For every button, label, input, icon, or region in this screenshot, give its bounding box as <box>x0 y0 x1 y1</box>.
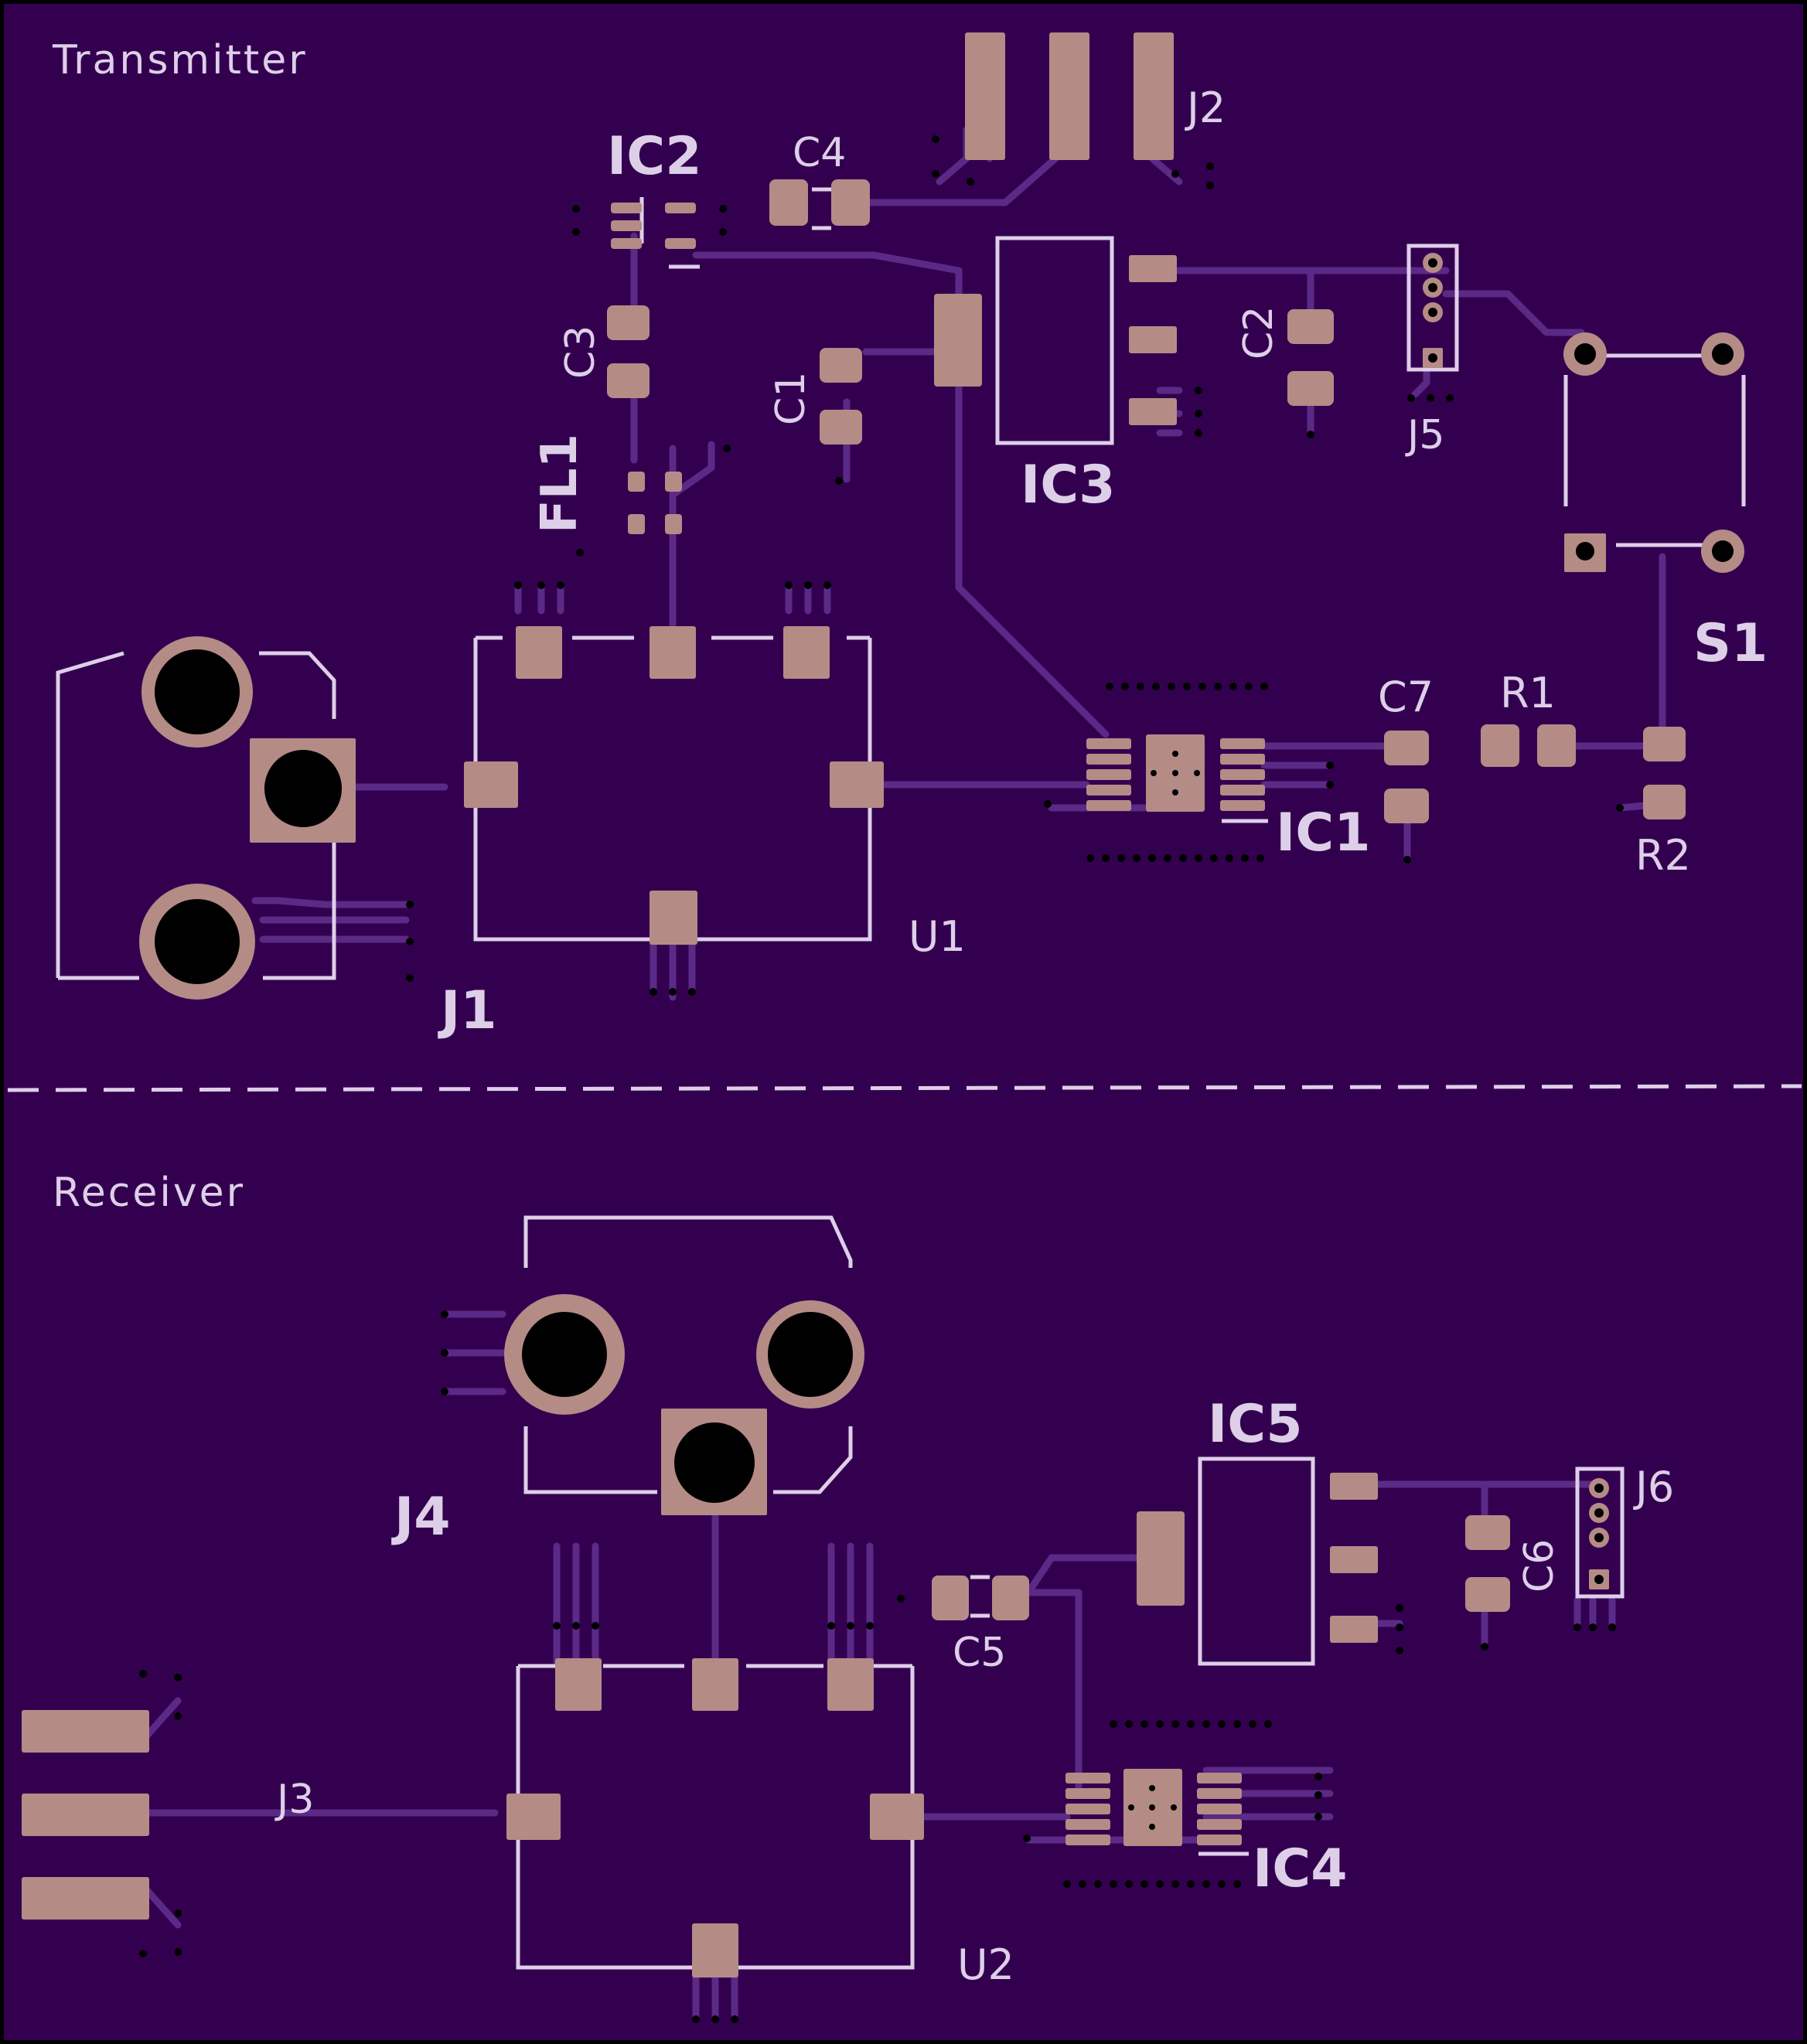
board-fill <box>4 4 1803 2040</box>
ref-c2: C2 <box>1236 306 1282 359</box>
section-label-receiver: Receiver <box>53 1170 245 1216</box>
ref-ic2: IC2 <box>607 126 702 187</box>
ref-fl1: FL1 <box>531 434 588 533</box>
ref-c3: C3 <box>557 325 604 379</box>
j2-pad-2 <box>1049 32 1089 160</box>
ref-j3: J3 <box>274 1777 314 1823</box>
ref-u2: U2 <box>957 1940 1014 1989</box>
ref-j1: J1 <box>438 980 497 1041</box>
ref-c5: C5 <box>953 1630 1006 1676</box>
ref-ic3: IC3 <box>1021 455 1116 516</box>
ref-ic5: IC5 <box>1208 1394 1303 1455</box>
ref-s1: S1 <box>1693 613 1768 674</box>
ref-ic4: IC4 <box>1253 1838 1348 1899</box>
ref-j5: J5 <box>1405 412 1444 458</box>
ref-u1: U1 <box>909 912 966 961</box>
section-divider <box>7 1084 1802 1092</box>
j2-pad-3 <box>1134 32 1174 160</box>
ref-j4: J4 <box>391 1487 451 1548</box>
ref-r1: R1 <box>1500 669 1556 717</box>
vias <box>139 135 1624 2023</box>
ref-j2: J2 <box>1185 83 1226 132</box>
ref-c7: C7 <box>1378 673 1434 721</box>
ref-j6: J6 <box>1633 1463 1674 1511</box>
section-label-transmitter: Transmitter <box>52 37 308 83</box>
ref-r2: R2 <box>1635 831 1691 880</box>
ref-ic1: IC1 <box>1276 802 1371 864</box>
through-holes <box>139 258 1734 1584</box>
ref-c6: C6 <box>1516 1539 1563 1593</box>
ref-c4: C4 <box>793 130 846 176</box>
j2-pad-1 <box>965 32 1005 160</box>
ref-c1: C1 <box>768 372 814 425</box>
